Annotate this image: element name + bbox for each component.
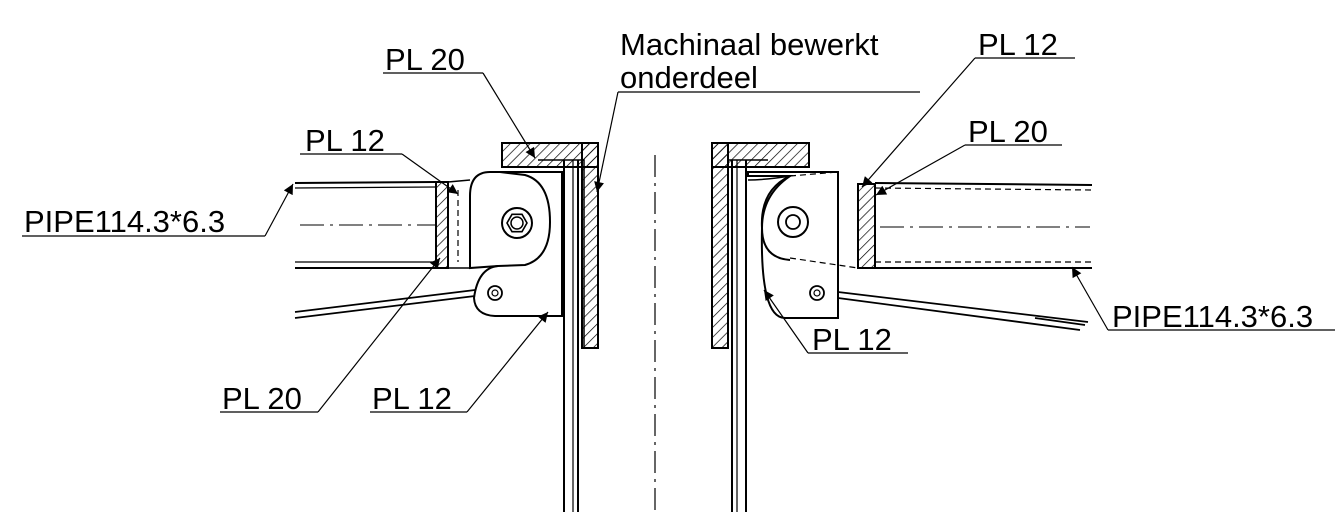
pipe-right bbox=[874, 182, 1093, 269]
label-pl20-bottom-left: PL 20 bbox=[222, 381, 302, 416]
label-pl12-right-lower: PL 12 bbox=[812, 322, 892, 357]
label-pipe-right: PIPE114.3*6.3 bbox=[1112, 299, 1313, 334]
machined-part-right-step bbox=[727, 159, 768, 348]
label-machined-line1: Machinaal bewerkt bbox=[620, 27, 879, 62]
bolt-outer-left bbox=[501, 207, 533, 239]
label-pl12-top-right: PL 12 bbox=[978, 27, 1058, 62]
machined-part-right bbox=[711, 142, 729, 349]
label-pl20-top-left: PL 20 bbox=[385, 42, 465, 77]
end-plate-right bbox=[857, 183, 876, 269]
bolt-outer-right bbox=[777, 206, 809, 238]
pin-hole-right bbox=[809, 285, 825, 301]
label-machined-line2: onderdeel bbox=[620, 60, 758, 95]
label-pl12-bottom-left: PL 12 bbox=[372, 381, 452, 416]
mast-left-tube bbox=[563, 160, 579, 512]
rod-right bbox=[837, 291, 1089, 331]
machined-part-left-step bbox=[538, 159, 585, 348]
label-pl20-right: PL 20 bbox=[968, 114, 1048, 149]
rod-left bbox=[294, 289, 476, 319]
label-pl12-left: PL 12 bbox=[305, 123, 385, 158]
label-pipe-left: PIPE114.3*6.3 bbox=[24, 204, 225, 239]
pin-hole-left bbox=[487, 285, 503, 301]
bolt-nut-left bbox=[506, 213, 528, 233]
gusset-plate-right bbox=[747, 171, 839, 319]
mast-right-tube bbox=[731, 160, 747, 512]
end-plate-left bbox=[435, 181, 449, 269]
machined-part-left bbox=[581, 142, 599, 349]
leaders bbox=[22, 57, 1335, 413]
pipe-left bbox=[294, 181, 437, 269]
gusset-plate-left bbox=[472, 171, 563, 317]
